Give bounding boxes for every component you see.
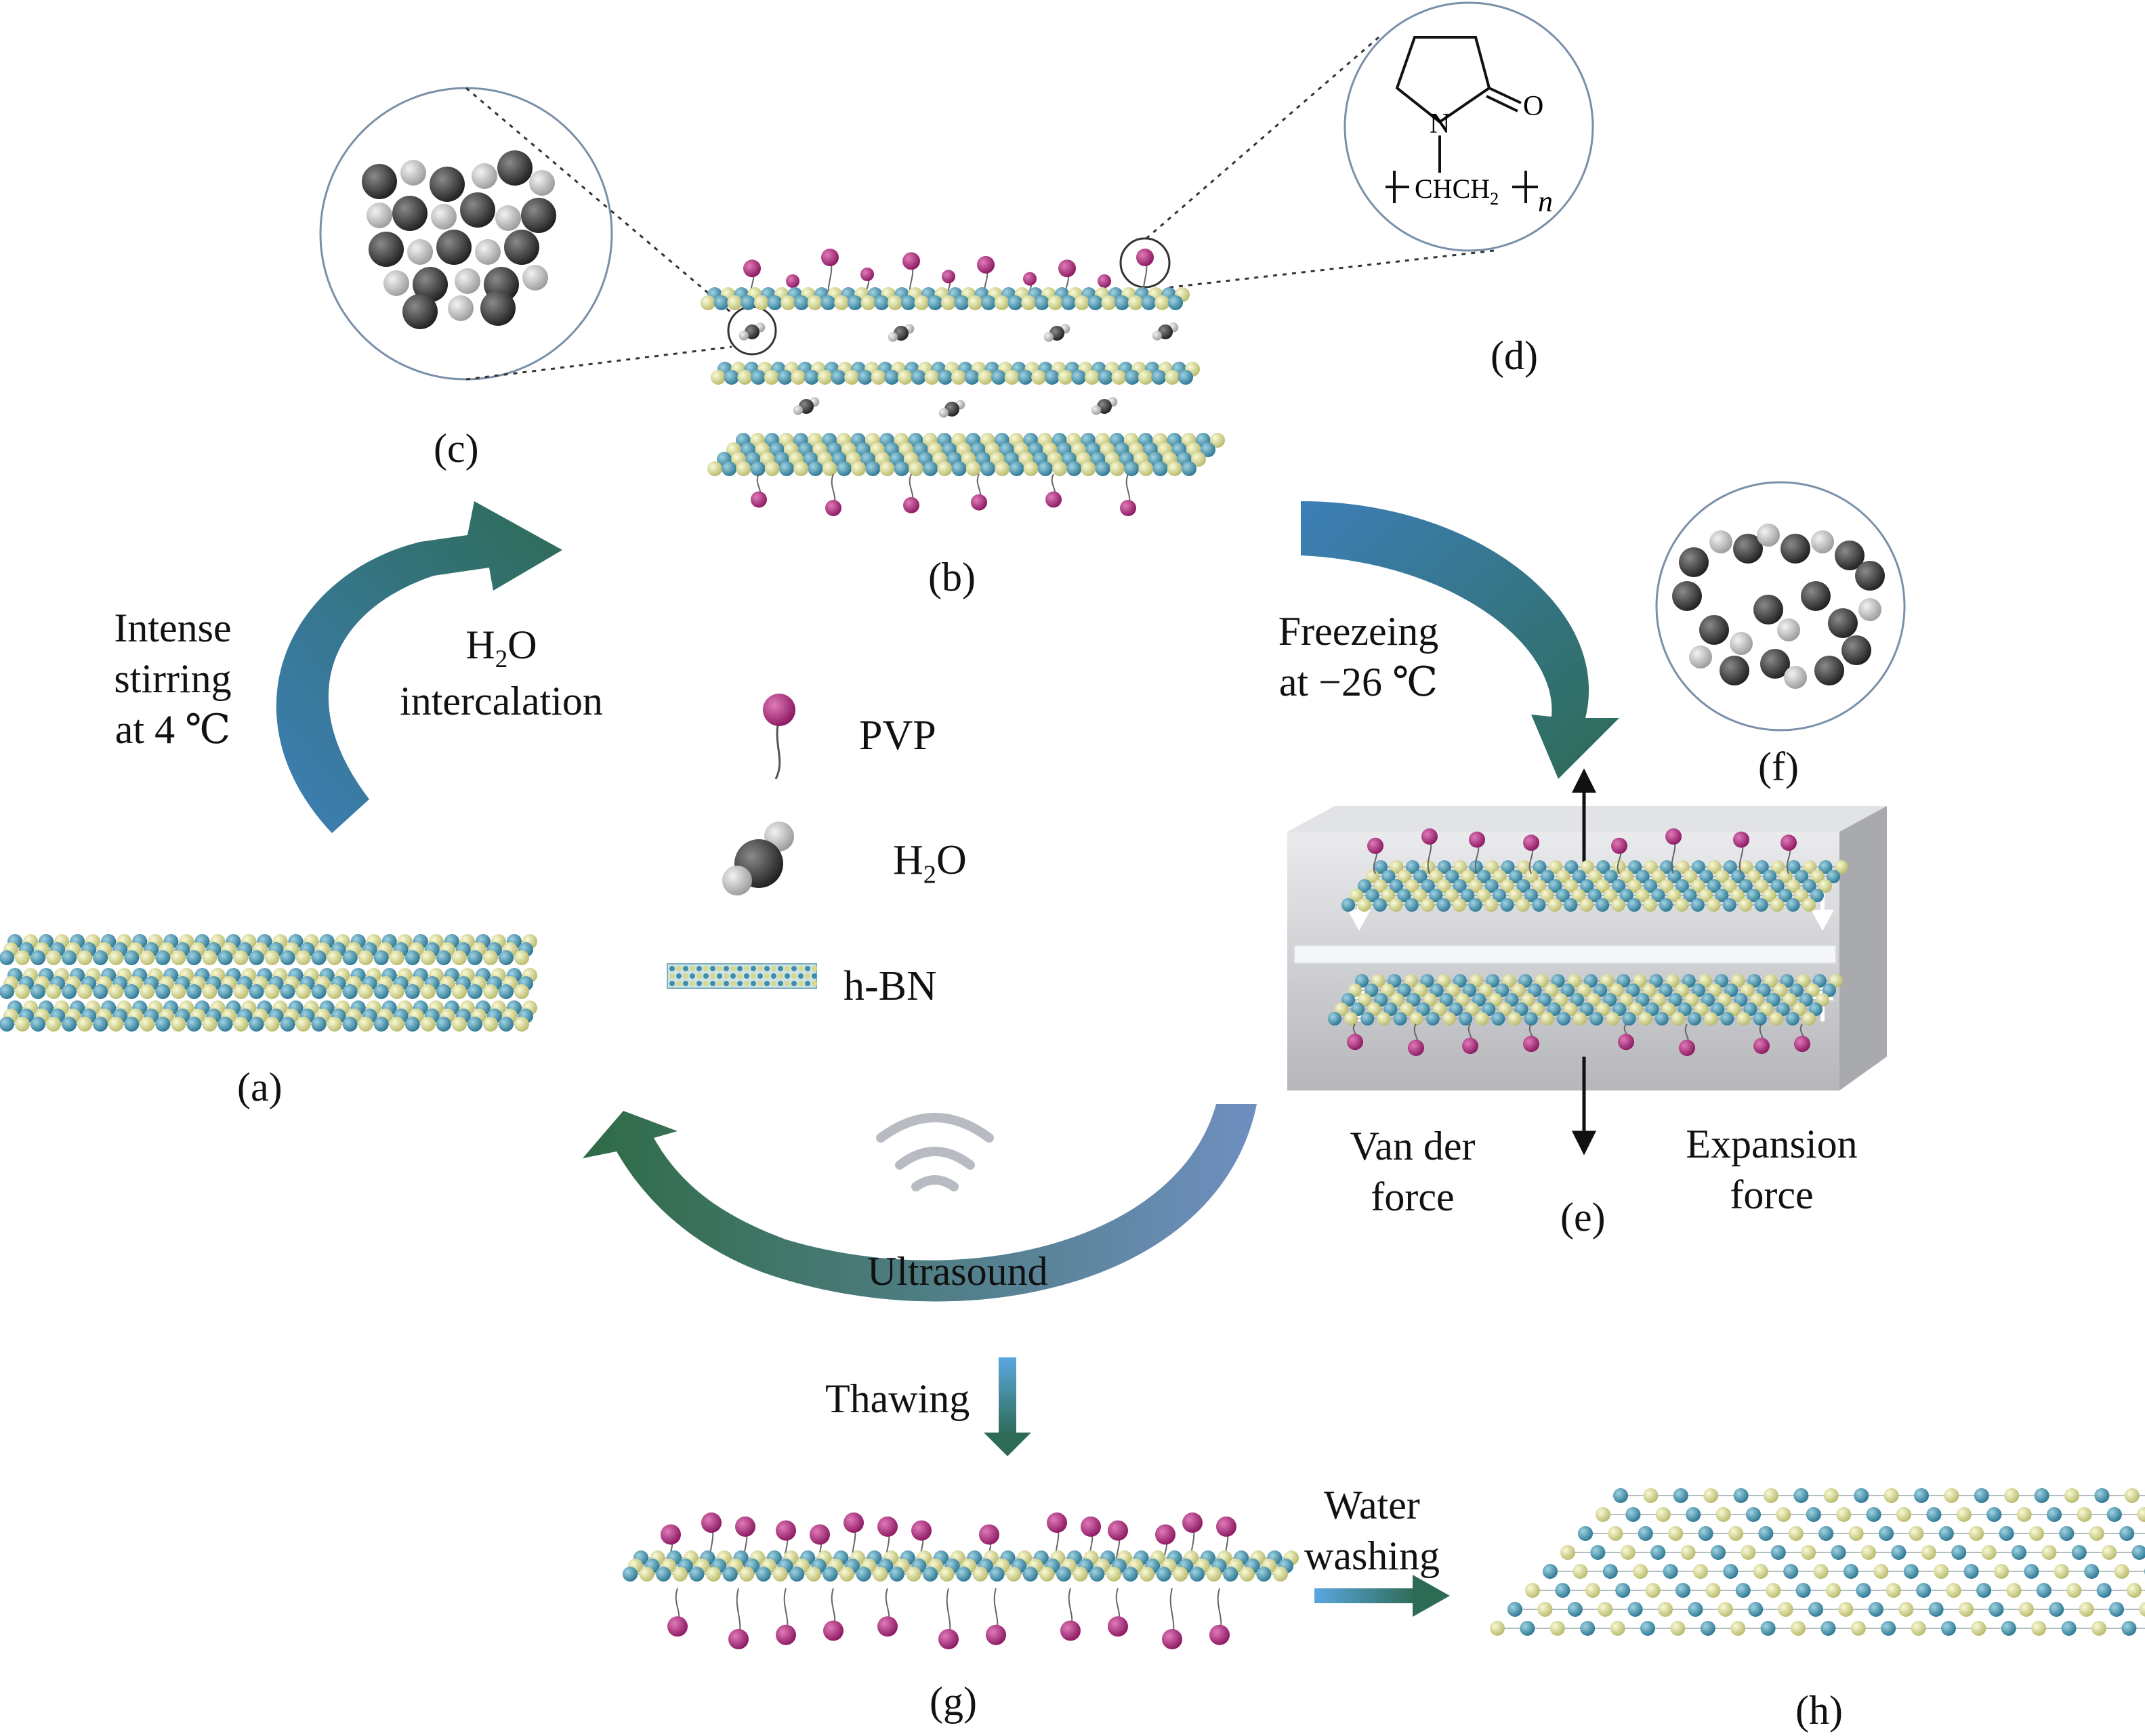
step-intercalation-word: intercalation <box>400 678 603 723</box>
hbn-sheet-b3 <box>707 433 1225 476</box>
water-b2 <box>793 397 1118 418</box>
step-freezing: Freezeing at −26 ℃ <box>1250 606 1467 708</box>
arrow-ultrasound <box>583 1104 1257 1302</box>
legend-hbn-icon <box>667 963 817 989</box>
step-ultrasound: Ultrasound <box>867 1249 1048 1294</box>
hbn-sheet-e-bottom <box>1328 974 1843 1025</box>
pvp-chains-g-bottom <box>667 1588 1230 1649</box>
arrow-intercalation <box>276 501 562 833</box>
step-stirring-line2: stirring <box>114 656 232 701</box>
caption-b: (b) <box>928 555 976 599</box>
pvp-chain: CHCH2 <box>1415 173 1499 209</box>
step-freezing-line2: at −26 ℃ <box>1278 660 1438 704</box>
step-freezing-line1: Freezeing <box>1278 609 1439 654</box>
force-expansion-line2: force <box>1730 1172 1814 1217</box>
legend-water-label: H2O <box>893 837 967 889</box>
caption-d: (d) <box>1491 333 1538 378</box>
step-intercalation-formula: H2O <box>465 622 537 674</box>
hbn-sheet-e-top <box>1341 860 1848 912</box>
force-expansion-line1: Expansion <box>1686 1122 1858 1166</box>
pvp-structure-circle: N O CHCH2 n <box>1119 1 1594 289</box>
force-arrows <box>1571 768 1597 1156</box>
hbn-stack-a-layer3 <box>0 1000 537 1032</box>
force-van-der-line1: Van der <box>1350 1124 1476 1168</box>
step-stirring: Intense stirring at 4 ℃ <box>105 603 241 755</box>
pvp-chains-e-bottom <box>1347 1023 1810 1056</box>
caption-h: (h) <box>1795 1688 1843 1733</box>
step-thawing: Thawing <box>825 1376 970 1421</box>
water-b1 <box>738 322 1179 342</box>
ultrasound-waves-icon <box>876 1113 994 1191</box>
hbn-monolayer-h <box>1490 1488 2145 1636</box>
caption-e: (e) <box>1560 1195 1606 1240</box>
step-washing: Water washing <box>1304 1480 1440 1582</box>
zoom-circle-ice-structure <box>1655 481 1906 732</box>
caption-g: (g) <box>930 1679 977 1724</box>
hbn-stack-a-layer2 <box>0 968 537 999</box>
hbn-sheet-g <box>623 1550 1299 1582</box>
step-intercalation: H2O intercalation <box>383 620 620 727</box>
hbn-sheet-b1 <box>701 287 1190 310</box>
caption-a: (a) <box>237 1065 283 1109</box>
arrow-washing <box>1314 1575 1450 1617</box>
pvp-chains-e-top <box>1367 828 1797 874</box>
legend-pvp-icon <box>763 694 795 780</box>
pvp-chains-g-top <box>661 1512 1236 1571</box>
pvp-chains-b-bottom <box>751 473 1136 516</box>
pvp-repeat-n: n <box>1538 185 1553 218</box>
force-expansion: Expansion force <box>1670 1119 1873 1221</box>
pvp-chains-b-top-short <box>786 268 1111 302</box>
legend-water-icon <box>722 822 794 895</box>
step-stirring-line3: at 4 ℃ <box>114 707 231 752</box>
hbn-sheet-b2 <box>711 362 1200 385</box>
arrow-freezing <box>1301 501 1619 779</box>
step-stirring-line1: Intense <box>114 606 232 650</box>
force-van-der-line2: force <box>1371 1174 1455 1219</box>
arrow-thawing <box>984 1357 1031 1456</box>
caption-f: (f) <box>1758 744 1799 789</box>
legend-hbn-label: h-BN <box>844 963 937 1009</box>
zoom-circle-water-cluster <box>319 87 777 381</box>
legend-pvp-label: PVP <box>859 713 936 759</box>
molecular-layers <box>0 249 2145 1649</box>
pvp-o-atom: O <box>1523 91 1543 122</box>
pvp-n-atom: N <box>1430 108 1450 140</box>
caption-c: (c) <box>434 426 479 471</box>
force-van-der: Van der force <box>1331 1121 1494 1223</box>
step-washing-line1: Water <box>1324 1483 1420 1527</box>
hbn-stack-a-layer1 <box>0 934 537 965</box>
step-washing-line2: washing <box>1304 1533 1440 1578</box>
